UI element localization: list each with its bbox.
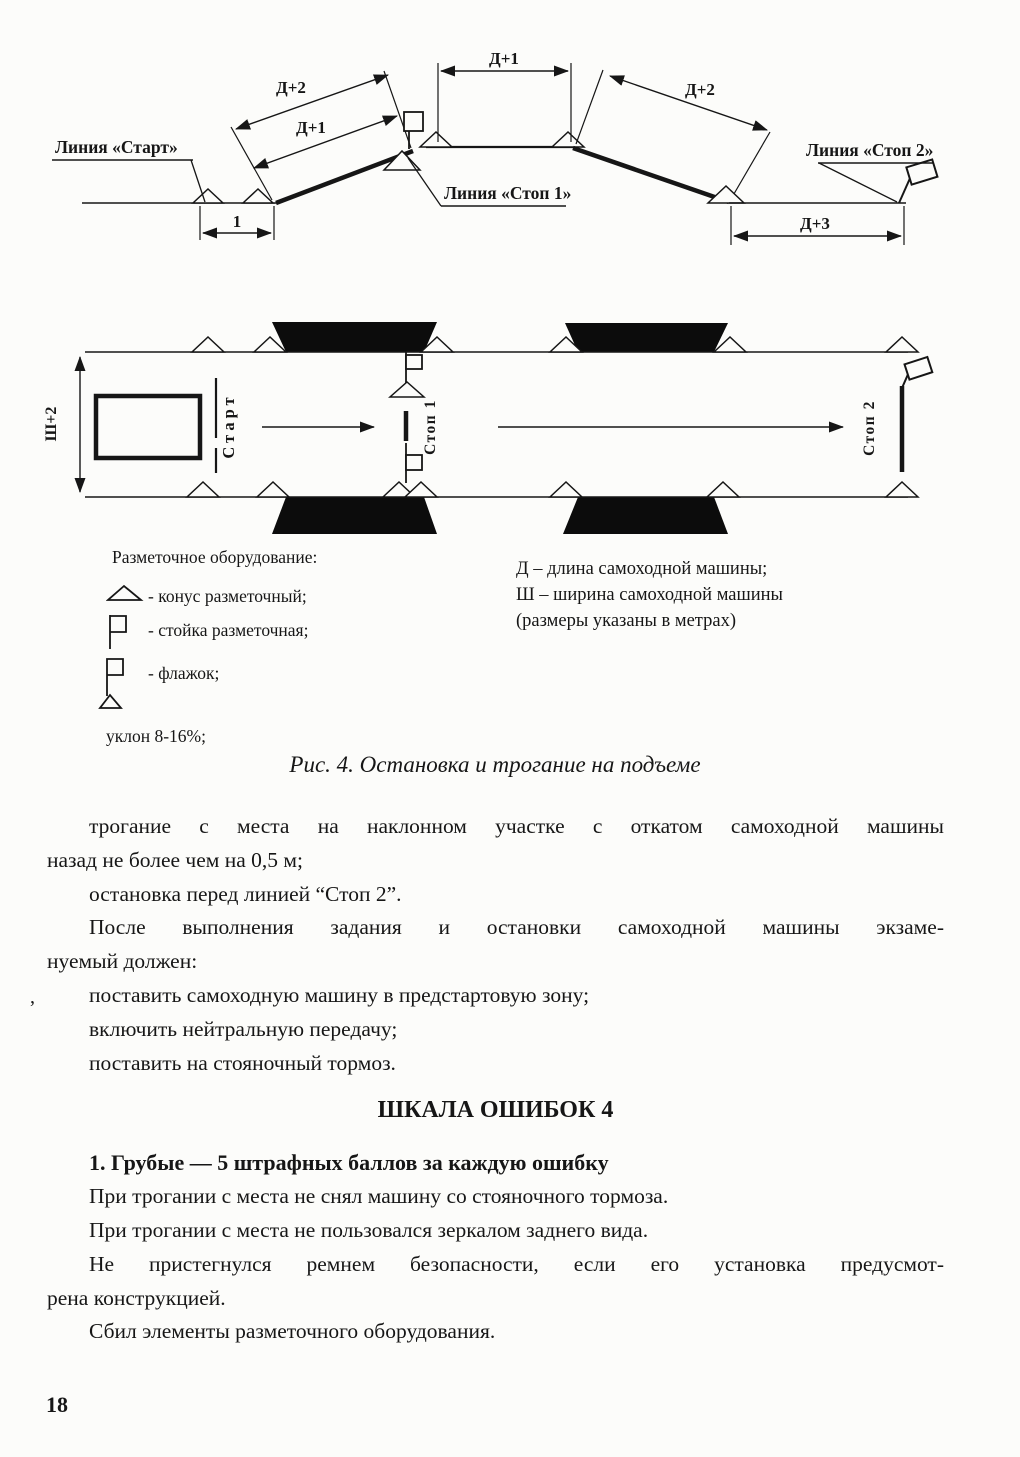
section-heading: ШКАЛА ОШИБОК 4 — [377, 1097, 614, 1124]
error-line: Сбил элементы разметочного оборудования. — [89, 1319, 496, 1344]
dim-finish-label: Д+3 — [800, 214, 830, 233]
dim-downhill-label: Д+2 — [685, 80, 715, 99]
cone-icon — [388, 380, 426, 398]
body-line: трогание с места на наклонном участке с … — [89, 814, 944, 838]
cone-icon — [106, 584, 144, 601]
stand-icon — [403, 111, 424, 132]
note-length: Д – длина самоходной машины; — [516, 559, 768, 579]
dim-uphill-inner-label: Д+1 — [296, 118, 326, 137]
dim-ext-line — [730, 131, 771, 200]
start-line-label: Старт — [219, 393, 238, 458]
dim-ext-lines — [437, 63, 572, 142]
profile-view: 1 Линия «Старт» Д+1 Д+2 Д+1 — [52, 49, 939, 245]
cone-icon — [185, 480, 221, 498]
dim-start-zone-label: 1 — [233, 212, 242, 231]
flag-icon — [98, 658, 124, 709]
cone-icon — [884, 335, 920, 353]
cone-icon — [190, 335, 226, 353]
body-line: включить нейтральную передачу; — [89, 1016, 398, 1041]
stop2-label: Стоп 2 — [861, 400, 878, 456]
section-subheading: 1. Грубые — 5 штрафных баллов за каждую … — [89, 1150, 609, 1176]
ramp-pad — [272, 497, 437, 534]
dim-uphill-outer-arrow — [235, 74, 389, 130]
cone-icon — [884, 480, 920, 498]
body-text: трогание с места на наклонном участке с … — [47, 810, 944, 1349]
dim-ext-line — [230, 126, 273, 201]
flag-pole — [898, 175, 912, 204]
cone-icon — [418, 130, 454, 148]
slope-note: уклон 8-16%; — [106, 726, 206, 746]
error-line: рена конструкцией. — [47, 1285, 226, 1310]
cone-icon — [191, 187, 225, 204]
dim-downhill-arrow — [609, 75, 768, 131]
note-units: (размеры указаны в метрах) — [516, 611, 736, 631]
ramp-pad — [563, 497, 728, 534]
dim-uphill-outer-label: Д+2 — [276, 78, 306, 97]
dim-ext-lines — [199, 206, 275, 240]
downhill-ramp — [572, 145, 730, 205]
plan-view: Ш+2 Старт Стоп 1 Стоп 2 — [43, 322, 934, 534]
dim-ext-lines — [730, 206, 905, 245]
line-start-leader — [190, 159, 206, 203]
line-start-label: Линия «Старт» — [55, 137, 178, 157]
ramp-pad — [565, 323, 728, 352]
body-line: поставить на стояночный тормоз. — [89, 1050, 396, 1075]
body-line: нуемый должен: — [47, 949, 198, 974]
error-line: Не пристегнулся ремнем безопасности, есл… — [89, 1251, 944, 1276]
cone-icon — [419, 335, 455, 353]
legend-cone-label: - конус разметочный; — [148, 586, 307, 606]
note-width: Ш – ширина самоходной машины — [516, 585, 783, 605]
cone-icon — [241, 187, 275, 204]
line-stop2-label: Линия «Стоп 2» — [806, 140, 933, 160]
start-box — [93, 393, 203, 461]
stand-icon — [109, 615, 127, 649]
page-number: 18 — [46, 1392, 68, 1417]
figure-4-diagram: 1 Линия «Старт» Д+1 Д+2 Д+1 — [43, 49, 939, 534]
dim-ext-line — [575, 69, 604, 145]
cone-icon — [548, 335, 584, 353]
ramp-pad — [272, 322, 437, 352]
error-line: При трогании с места не пользовался зерк… — [89, 1217, 649, 1242]
cone-icon — [382, 149, 422, 171]
line-stop1-leader — [407, 157, 442, 207]
stand-icon — [405, 354, 423, 370]
legend-title: Разметочное оборудование: — [112, 547, 318, 567]
cone-icon — [252, 335, 288, 353]
cone-icon — [706, 184, 746, 204]
body-line: После выполнения задания и остановки сам… — [89, 915, 944, 940]
cone-icon — [548, 480, 584, 498]
dimension-notes: Д – длина самоходной машины; Ш – ширина … — [516, 556, 783, 634]
cone-icon — [403, 480, 439, 498]
cone-icon — [381, 480, 417, 498]
uphill-ramp — [275, 148, 414, 206]
figure-caption: Рис. 4. Остановка и трогание на подъеме — [289, 752, 701, 777]
dim-width-label: Ш+2 — [43, 407, 60, 442]
cone-icon — [705, 480, 741, 498]
body-line: поставить самоходную машину в предстарто… — [89, 982, 590, 1007]
cone-icon — [712, 335, 748, 353]
error-line: При трогании с места не снял машину со с… — [89, 1184, 669, 1209]
dim-top-label: Д+1 — [489, 49, 519, 68]
stop1-label: Стоп 1 — [422, 399, 439, 455]
legend-flag-label: - флажок; — [148, 663, 220, 683]
flag-icon — [903, 355, 934, 381]
dim-ext-line — [383, 70, 412, 149]
margin-mark: , — [30, 986, 35, 1008]
stand-icon — [405, 454, 423, 471]
line-stop1-label: Линия «Стоп 1» — [444, 183, 571, 203]
legend-stand-label: - стойка разметочная; — [148, 620, 309, 640]
body-line: назад не более чем на 0,5 м; — [47, 847, 304, 872]
line-stop2-leader — [818, 162, 898, 203]
cone-icon — [255, 480, 291, 498]
body-line: остановка перед линией “Стоп 2”. — [89, 881, 402, 906]
